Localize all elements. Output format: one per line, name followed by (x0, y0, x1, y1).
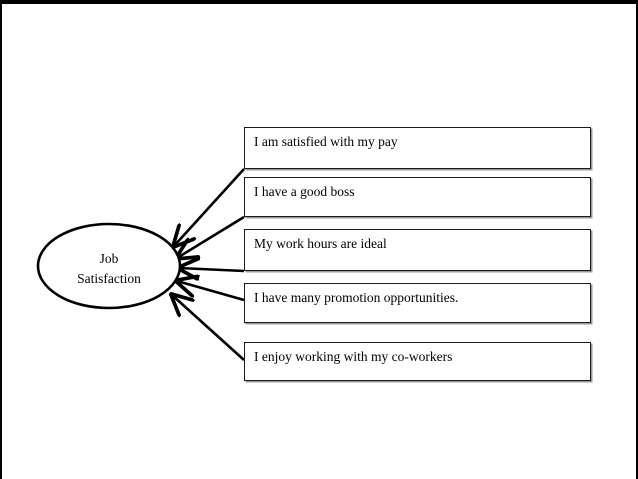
construct-node-job-satisfaction[interactable]: Job Satisfaction (36, 222, 182, 310)
frame-right-border (636, 0, 638, 479)
arrow-promotion (177, 281, 245, 302)
arrow-boss (177, 215, 245, 258)
frame-left-border (0, 0, 2, 479)
indicator-label: I enjoy working with my co-workers (254, 349, 453, 364)
indicator-box-coworkers[interactable]: I enjoy working with my co-workers (244, 342, 591, 381)
construct-label-line1: Job (100, 251, 119, 266)
arrow-coworkers (172, 295, 245, 361)
frame-top-border (0, 0, 638, 4)
indicator-box-pay[interactable]: I am satisfied with my pay (244, 127, 591, 169)
arrow-layer (172, 168, 245, 361)
indicator-label: I have a good boss (254, 184, 355, 199)
arrow-hours (179, 268, 245, 271)
indicator-box-hours[interactable]: My work hours are ideal (244, 229, 591, 271)
indicator-label: My work hours are ideal (254, 236, 387, 251)
indicator-label: I have many promotion opportunities. (254, 290, 459, 305)
arrow-pay (174, 168, 245, 246)
construct-label-line2: Satisfaction (77, 271, 141, 286)
indicator-box-promotion[interactable]: I have many promotion opportunities. (244, 283, 591, 323)
indicator-box-boss[interactable]: I have a good boss (244, 177, 591, 217)
indicator-label: I am satisfied with my pay (254, 134, 398, 149)
construct-ellipse (36, 222, 182, 310)
